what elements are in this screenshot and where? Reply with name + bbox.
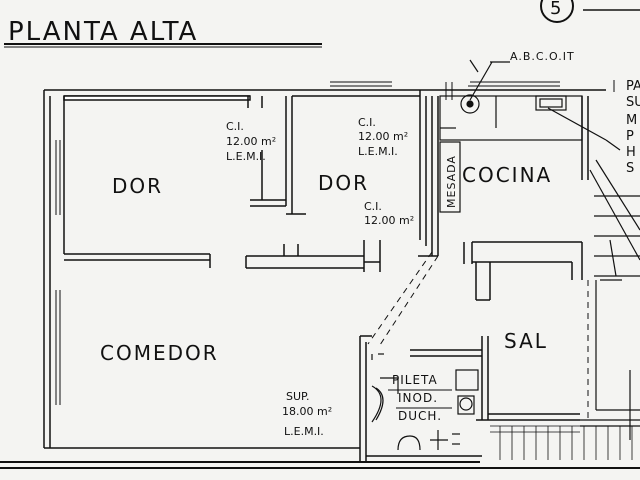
room-label-cocina: COCINA xyxy=(462,163,552,187)
sheet-number: 5 xyxy=(550,0,561,19)
interior-walls xyxy=(63,90,589,462)
stair xyxy=(580,159,640,440)
top-windows xyxy=(330,81,560,100)
balcony-hatch xyxy=(490,425,633,460)
bath-duch-label: DUCH. xyxy=(398,409,442,423)
surface-code: L.E.M.I. xyxy=(284,425,324,438)
closet1-area: 12.00 m² xyxy=(226,135,276,148)
closet2-code: L.E.M.I. xyxy=(358,145,398,158)
door-swing-dashed xyxy=(367,251,589,420)
legend-cut-6: S xyxy=(626,161,634,176)
mesada-counter xyxy=(439,141,461,213)
bath-inod-label: INOD. xyxy=(398,391,438,405)
plan-title: PLANTA ALTA xyxy=(8,17,198,47)
closet1-code: L.E.M.I. xyxy=(226,150,266,163)
bath-pileta-label: PILETA xyxy=(392,373,438,387)
legend-cut-4: P xyxy=(626,129,634,144)
room-label-mesada: MESADA xyxy=(445,155,458,208)
room-label-sal: SAL xyxy=(504,329,548,353)
closet3-area: 12.00 m² xyxy=(364,214,414,227)
closet2-label: C.I. xyxy=(358,116,376,129)
legend-cut-5: H xyxy=(626,145,636,160)
bath-fixtures-drawing xyxy=(371,353,479,451)
room-label-dor-left: DOR xyxy=(112,174,163,198)
legend-cut: PA SU M P H S xyxy=(613,79,640,176)
kitchen-fixtures xyxy=(439,59,621,151)
closet3-label: C.I. xyxy=(364,200,382,213)
brand-label: A.B.C.O.IT xyxy=(510,50,575,63)
room-label-comedor: COMEDOR xyxy=(100,341,219,365)
room-label-dor-center: DOR xyxy=(318,171,369,195)
surface-label: SUP. xyxy=(286,390,309,403)
legend-cut-2: SU xyxy=(626,95,640,110)
closet1-label: C.I. xyxy=(226,120,244,133)
sheet-number-badge: 5 xyxy=(540,0,574,23)
legend-cut-3: M xyxy=(626,113,637,128)
window-left xyxy=(55,140,61,405)
legend-cut-1: PA xyxy=(626,79,640,94)
closet2-area: 12.00 m² xyxy=(358,130,408,143)
surface-area: 18.00 m² xyxy=(282,405,332,418)
